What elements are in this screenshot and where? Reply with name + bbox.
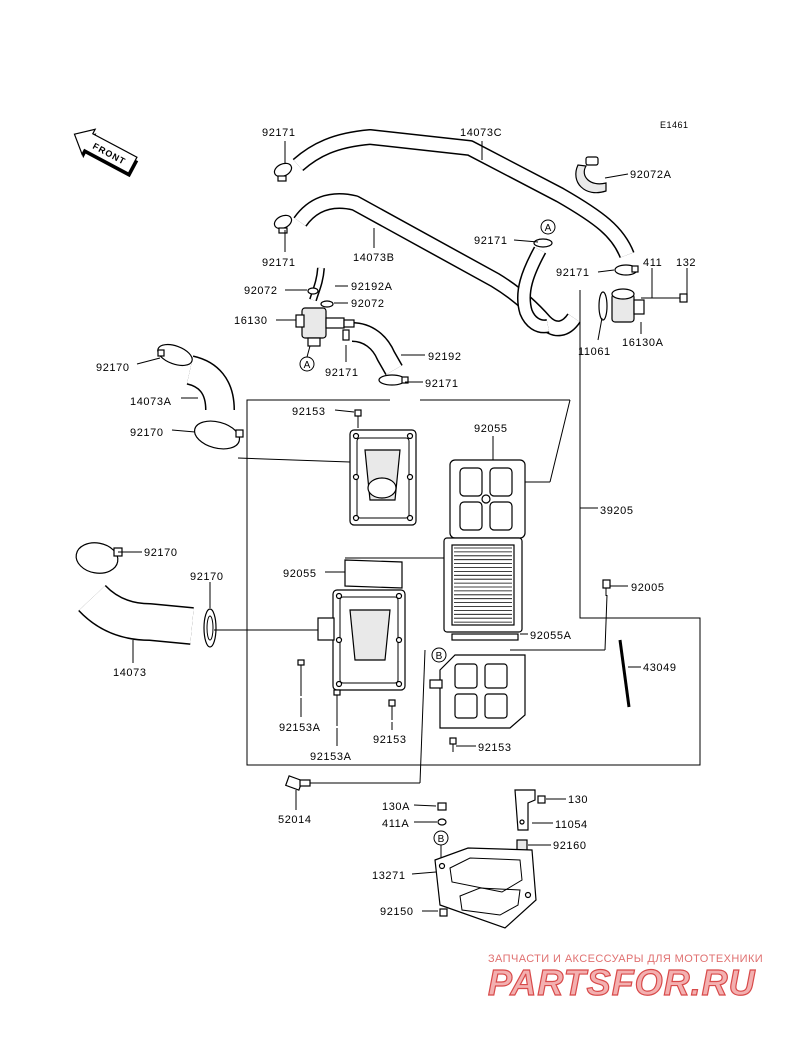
clamp-icon xyxy=(378,374,409,386)
part-label: 14073B xyxy=(353,252,395,264)
part-label: 39205 xyxy=(600,505,634,517)
bolt-icon xyxy=(297,659,305,696)
part-label: 92153A xyxy=(310,751,352,763)
part-label: 130A xyxy=(382,801,410,813)
diagram-code: E1461 xyxy=(660,120,689,130)
part-label: 92150 xyxy=(380,906,414,918)
part-label: 14073A xyxy=(130,396,172,408)
gasket-92055 xyxy=(344,559,403,589)
part-label: 411 xyxy=(643,257,662,269)
intake-plate-upper xyxy=(349,429,417,526)
part-label: 132 xyxy=(676,257,696,269)
bolt-icon xyxy=(437,802,447,811)
svg-text:B: B xyxy=(438,834,445,845)
rod-43049 xyxy=(618,639,631,708)
part-label: 16130 xyxy=(234,315,268,327)
clamp-icon xyxy=(614,264,639,276)
part-label: 411A xyxy=(382,818,409,830)
part-label: 130 xyxy=(568,794,588,806)
intake-housing-lower xyxy=(317,589,406,691)
bolt-icon xyxy=(354,409,362,428)
bolt-icon xyxy=(439,908,448,917)
part-label: 92005 xyxy=(631,582,665,594)
part-label: 92055 xyxy=(474,423,508,435)
part-label: 11054 xyxy=(555,819,588,831)
part-label: 92055 xyxy=(283,568,317,580)
plate-13271 xyxy=(434,847,537,929)
part-label: 92171 xyxy=(262,257,296,269)
part-label: 14073C xyxy=(460,127,502,139)
intercooler-core xyxy=(443,537,523,633)
watermark-logo: PARTSFOR.RU xyxy=(488,962,756,1003)
part-label: 92072A xyxy=(630,169,672,181)
part-label: 92170 xyxy=(190,571,224,583)
clamp-ring-92170-icon xyxy=(193,420,244,450)
svg-text:A: A xyxy=(545,223,552,234)
reference-marker-b: B xyxy=(431,647,447,663)
part-label: 92153A xyxy=(279,722,321,734)
part-label: 92055A xyxy=(530,630,572,642)
clamp-ring-92170-icon xyxy=(157,343,193,367)
clamp-icon xyxy=(273,214,293,234)
bracket-11054 xyxy=(514,789,536,831)
part-label: 92072 xyxy=(351,298,385,310)
washer-icon xyxy=(437,818,447,826)
front-arrow-icon: FRONT xyxy=(73,128,139,178)
assembly-frame xyxy=(246,290,701,766)
clamp-ring-92170-icon xyxy=(75,542,123,574)
part-label: 16130A xyxy=(622,337,664,349)
part-label: 92170 xyxy=(144,547,178,559)
spring-clamp-92072a-icon xyxy=(575,156,607,194)
hose-14073a xyxy=(185,355,235,411)
part-label: 92171 xyxy=(262,127,296,139)
intercooler-top-cover xyxy=(449,459,526,539)
intercooler-bottom-cover xyxy=(429,654,526,729)
reference-marker-a: A xyxy=(299,356,315,372)
part-label: 92192 xyxy=(428,351,462,363)
part-label: 92153 xyxy=(373,734,407,746)
part-label: 92153 xyxy=(292,406,326,418)
callout-labels: 92171 14073C 92072A 92171 14073B 92171 9… xyxy=(96,127,696,918)
clamp-icon xyxy=(273,162,293,182)
reference-marker-a: A xyxy=(540,219,556,235)
part-label: 92171 xyxy=(556,267,590,279)
part-label: 92170 xyxy=(96,362,130,374)
bolt-icon xyxy=(449,737,457,752)
part-label: 92160 xyxy=(553,840,587,852)
svg-text:A: A xyxy=(304,360,311,371)
part-label: 92072 xyxy=(244,285,278,297)
hose-14073 xyxy=(78,584,194,645)
part-label: 92153 xyxy=(478,742,512,754)
flange-ring-92170-icon xyxy=(203,608,217,648)
clamp-icon xyxy=(533,238,553,248)
svg-text:B: B xyxy=(436,651,443,662)
part-label: 52014 xyxy=(278,814,312,826)
reference-marker-b: B xyxy=(433,830,449,846)
part-label: 92192A xyxy=(351,281,393,293)
part-label: 13271 xyxy=(372,870,406,882)
valve-16130a xyxy=(598,288,645,323)
bolt-icon xyxy=(388,699,396,720)
gasket-92055a xyxy=(451,633,519,641)
part-label: 43049 xyxy=(643,662,677,674)
part-label: 92171 xyxy=(474,235,508,247)
hose-14073c xyxy=(292,129,635,259)
watermark-tagline: ЗАПЧАСТИ И АКСЕССУАРЫ ДЛЯ МОТОТЕХНИКИ xyxy=(488,953,763,965)
part-label: 11061 xyxy=(578,346,611,358)
hose-14073b xyxy=(293,193,581,337)
part-label: 14073 xyxy=(113,667,147,679)
sensor-52014-icon xyxy=(284,649,426,791)
bolt-icon xyxy=(537,795,546,804)
valve-16130 xyxy=(295,267,355,347)
hose-92192 xyxy=(351,322,403,375)
bolt-icon xyxy=(333,689,341,726)
part-label: 92170 xyxy=(130,427,164,439)
part-label: 92171 xyxy=(425,378,459,390)
part-label: 92171 xyxy=(325,367,359,379)
watermark: ЗАПЧАСТИ И АКСЕССУАРЫ ДЛЯ МОТОТЕХНИКИ PA… xyxy=(487,953,763,1004)
sensor-92005-icon xyxy=(602,579,611,596)
leader-lines xyxy=(118,141,688,912)
